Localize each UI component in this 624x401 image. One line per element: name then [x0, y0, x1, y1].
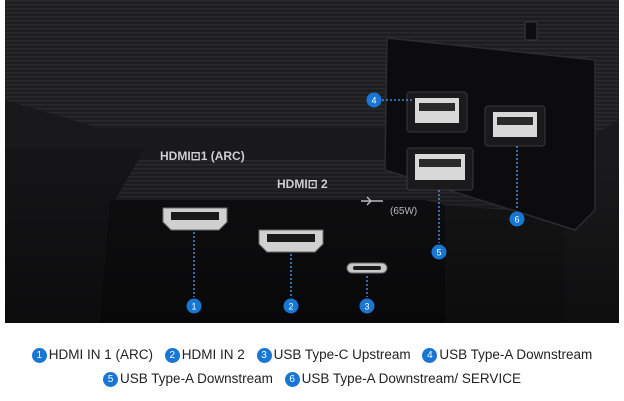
legend-number-badge: 1 — [31, 348, 47, 363]
legend-label: USB Type-C Upstream — [273, 347, 411, 362]
monitor-rear-photo: HDMI⊡1 (ARC) HDMI⊡ 2 (65W) — [5, 0, 619, 323]
legend-label: USB Type-A Downstream — [439, 347, 593, 362]
legend-label: USB Type-A Downstream — [120, 371, 273, 386]
usb-a-port-6 — [484, 105, 546, 147]
legend-number-badge: 2 — [164, 348, 180, 363]
svg-text:2: 2 — [288, 302, 293, 312]
legend-number-badge: 5 — [103, 372, 119, 387]
hdmi2-marking: HDMI⊡ 2 — [277, 177, 328, 191]
marker-6: 6 — [509, 211, 525, 227]
legend-label: HDMI IN 1 (ARC) — [48, 347, 154, 362]
hdmi-port-2 — [258, 229, 324, 253]
usb-symbol-icon — [361, 196, 383, 206]
marker-1: 1 — [186, 298, 202, 314]
legend-number-badge: 4 — [422, 348, 438, 363]
usb-a-port-5 — [406, 147, 474, 191]
marker-4: 4 — [366, 92, 382, 108]
marker-5: 5 — [431, 244, 447, 260]
svg-text:3: 3 — [364, 302, 369, 312]
usb-a-port-4 — [406, 91, 468, 133]
hdmi-port-1 — [162, 207, 228, 231]
svg-text:1: 1 — [191, 302, 196, 312]
hdmi1-marking: HDMI⊡1 (ARC) — [160, 149, 245, 163]
marker-2: 2 — [283, 298, 299, 314]
legend-label: USB Type-A Downstream/ SERVICE — [301, 371, 521, 386]
legend-label: HDMI IN 2 — [181, 347, 245, 362]
svg-text:5: 5 — [436, 248, 441, 258]
svg-text:4: 4 — [371, 96, 376, 106]
usbc-wattage-marking: (65W) — [390, 206, 417, 217]
legend-number-badge: 6 — [284, 372, 300, 387]
kensington-slot — [524, 21, 538, 41]
marker-3: 3 — [359, 298, 375, 314]
svg-text:6: 6 — [514, 215, 519, 225]
legend-number-badge: 3 — [256, 348, 272, 363]
